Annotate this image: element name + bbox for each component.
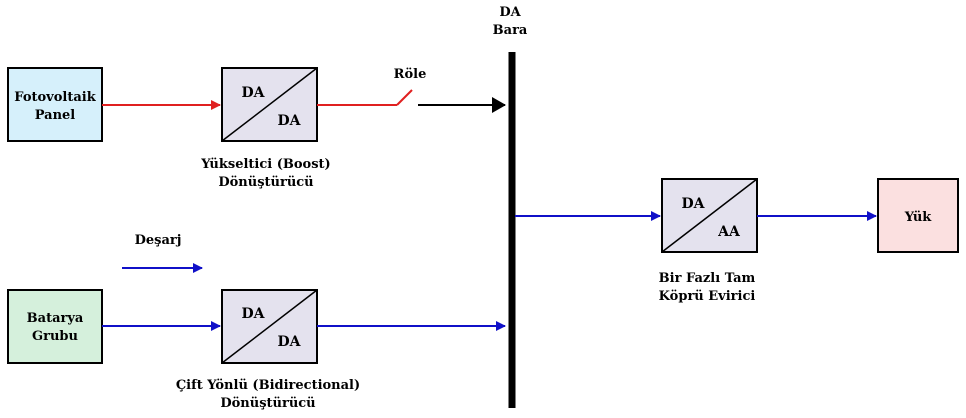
relay-to-bus-arrowhead bbox=[492, 97, 506, 113]
bidirectional-converter-input: DA bbox=[241, 306, 265, 322]
discharge-indicator: Deşarj bbox=[122, 233, 203, 273]
inverter-caption-2: Köprü Evirici bbox=[659, 289, 756, 304]
battery-group: Batarya Grubu bbox=[7, 289, 103, 364]
boost-converter-caption-1: Yükseltici (Boost) bbox=[200, 157, 330, 172]
boost-converter-caption-2: Dönüştürücü bbox=[218, 175, 313, 190]
load: Yük bbox=[877, 178, 959, 253]
pv-panel-label-1: Fotovoltaik bbox=[14, 90, 96, 105]
boost-converter-diagonal bbox=[221, 67, 318, 142]
load-label: Yük bbox=[904, 210, 933, 225]
relay-switch: Röle bbox=[394, 67, 427, 106]
battery-label-1: Batarya bbox=[27, 311, 84, 326]
dc-bus: DA Bara bbox=[493, 5, 528, 408]
load-box bbox=[877, 178, 959, 253]
pv-panel: Fotovoltaik Panel bbox=[7, 67, 103, 142]
boost-converter-output: DA bbox=[277, 113, 301, 129]
relay-contact bbox=[396, 89, 413, 106]
bidirectional-converter-output: DA bbox=[277, 334, 301, 350]
inverter-input: DA bbox=[681, 196, 705, 212]
inverter: DA AA Bir Fazlı Tam Köprü Evirici bbox=[659, 178, 758, 304]
pv-panel-label-2: Panel bbox=[35, 108, 76, 123]
relay-label: Röle bbox=[394, 67, 427, 82]
bidirectional-converter-caption-2: Dönüştürücü bbox=[220, 396, 315, 411]
boost-converter: DA DA Yükseltici (Boost) Dönüştürücü bbox=[200, 67, 331, 190]
bidirectional-converter: DA DA Çift Yönlü (Bidirectional) Dönüştü… bbox=[176, 289, 360, 411]
inverter-output: AA bbox=[717, 224, 741, 240]
inverter-diagonal bbox=[661, 178, 758, 253]
dc-bus-label-1: DA bbox=[499, 5, 521, 20]
inverter-caption-1: Bir Fazlı Tam bbox=[659, 271, 756, 286]
dc-bus-label-2: Bara bbox=[493, 23, 528, 38]
discharge-label: Deşarj bbox=[135, 233, 182, 248]
battery-box bbox=[7, 289, 103, 364]
battery-label-2: Grubu bbox=[32, 329, 78, 344]
bidirectional-converter-caption-1: Çift Yönlü (Bidirectional) bbox=[176, 378, 360, 393]
bidirectional-converter-diagonal bbox=[221, 289, 318, 364]
boost-converter-input: DA bbox=[241, 85, 265, 101]
